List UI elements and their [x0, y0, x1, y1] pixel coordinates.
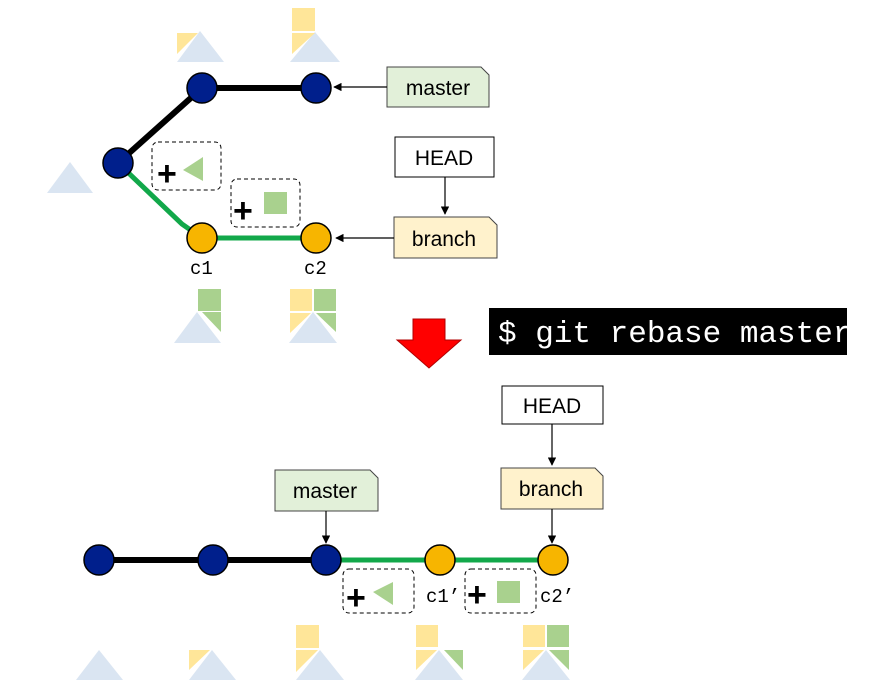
commit-after-master-2[interactable] [310, 544, 342, 576]
change-box-c2-after: + [464, 568, 537, 614]
snapshot-c1-before [174, 289, 221, 343]
branch-ref-before-label: branch [412, 228, 476, 251]
before-graph: c1 c2 master HEAD branch + + [47, 8, 498, 343]
snapshot-master1-before [177, 31, 224, 62]
branch-ref-before[interactable]: branch [393, 216, 498, 259]
commit-c2[interactable] [300, 222, 332, 254]
commit-c1-label: c1 [190, 258, 213, 280]
snapshot-after-base [76, 650, 123, 680]
snapshot-after-master2 [296, 625, 344, 680]
square-change-icon [497, 581, 520, 603]
plus-sign: + [346, 579, 366, 617]
snapshot-master2-before [290, 8, 340, 62]
head-ref-before-label: HEAD [415, 147, 473, 170]
down-arrow [395, 318, 463, 369]
commit-c2-label: c2 [304, 258, 327, 280]
change-box-c1-after: + [342, 568, 415, 617]
change-box-c2-before: + [230, 178, 301, 230]
square-change-icon [264, 192, 287, 214]
plus-sign: + [467, 576, 487, 614]
command-box: $ git rebase master [489, 308, 851, 355]
head-ref-after[interactable]: HEAD [501, 385, 604, 425]
commit-c2-prime[interactable] [537, 544, 569, 576]
snapshot-after-c1 [415, 625, 463, 680]
plus-sign: + [157, 155, 177, 193]
triangle-change-icon [373, 582, 393, 605]
commit-c1-prime[interactable] [424, 544, 456, 576]
branch-ref-after-label: branch [519, 478, 583, 501]
head-ref-after-label: HEAD [523, 395, 581, 418]
snapshot-c2-before [289, 289, 337, 343]
commit-after-base[interactable] [83, 544, 115, 576]
snapshot-after-c2 [522, 625, 570, 680]
change-box-c1-before: + [151, 141, 222, 193]
head-ref-before[interactable]: HEAD [394, 136, 495, 178]
after-graph: c1’ c2’ master HEAD branch + + [76, 385, 604, 680]
master-ref-after-label: master [293, 480, 357, 503]
commit-c2-prime-label: c2’ [540, 586, 574, 608]
commit-master-2[interactable] [300, 72, 332, 104]
branch-ref-after[interactable]: branch [500, 467, 604, 510]
snapshot-after-master1 [189, 650, 236, 680]
commit-after-master-1[interactable] [197, 544, 229, 576]
commit-c1-prime-label: c1’ [426, 586, 460, 608]
triangle-change-icon [183, 157, 203, 181]
snapshot-base-before [47, 162, 93, 193]
master-ref-after[interactable]: master [274, 469, 379, 512]
commit-c1[interactable] [186, 222, 218, 254]
commit-base[interactable] [102, 147, 134, 179]
commit-master-1[interactable] [186, 72, 218, 104]
master-ref-before[interactable]: master [386, 66, 490, 108]
edge-base-to-master1 [116, 85, 204, 166]
command-text: $ git rebase master [498, 317, 851, 352]
plus-sign: + [233, 192, 253, 230]
master-ref-before-label: master [406, 77, 470, 100]
